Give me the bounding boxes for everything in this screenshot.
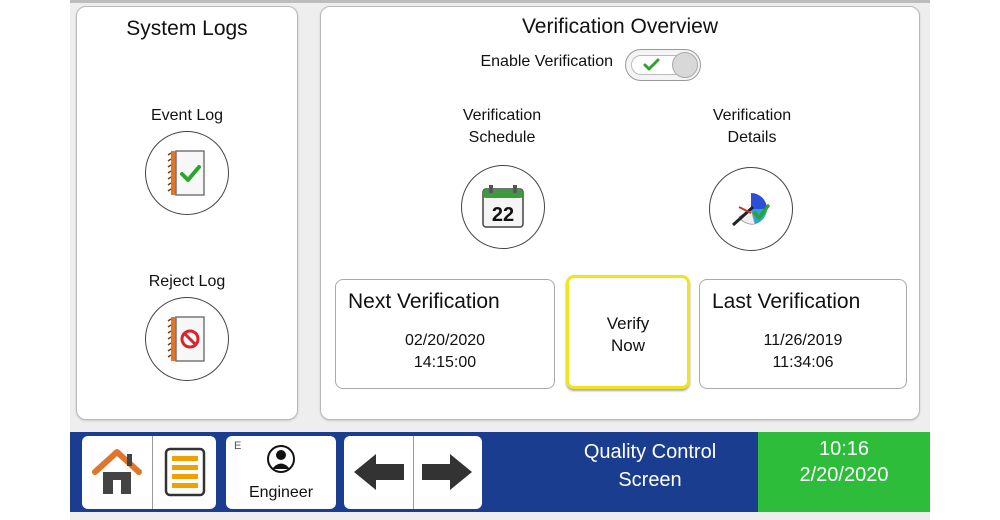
enable-verification-label: Enable Verification (480, 53, 613, 70)
details-label-line1: Verification (712, 107, 792, 124)
verification-schedule-button[interactable]: 22 (461, 165, 545, 249)
verification-overview-panel: Verification Overview Enable Verificatio… (320, 6, 920, 420)
event-log-button[interactable] (145, 131, 229, 215)
home-icon (92, 449, 142, 494)
last-verification-card: Last Verification 11/26/2019 11:34:06 (699, 279, 907, 389)
enable-verification-toggle[interactable] (625, 49, 701, 81)
details-label-line2: Details (727, 129, 777, 146)
verification-schedule-label: Verification Schedule (437, 105, 567, 149)
verification-details-icon (731, 193, 770, 227)
home-menu-tile (82, 436, 216, 509)
toggle-knob (672, 52, 698, 78)
forward-button[interactable] (413, 436, 482, 509)
verification-overview-title: Verification Overview (521, 15, 719, 38)
user-login-button[interactable]: E Engineer (226, 436, 336, 509)
calendar-day-number: 22 (492, 204, 514, 226)
last-verification-title: Last Verification (712, 290, 861, 313)
event-log-book-icon (167, 150, 205, 196)
navigation-arrows-tile (344, 436, 482, 509)
clock-time: 10:16 (818, 438, 870, 460)
screen-title: Quality Control Screen (550, 438, 750, 494)
menu-button[interactable] (152, 436, 216, 509)
last-verification-time: 11:34:06 (772, 354, 834, 371)
home-button[interactable] (82, 436, 152, 509)
verify-now-line2: Now (610, 336, 645, 355)
event-log-label: Event Log (150, 107, 224, 124)
schedule-label-line2: Schedule (468, 129, 536, 146)
reject-log-book-icon (167, 316, 205, 362)
verification-details-label: Verification Details (687, 105, 817, 149)
system-logs-panel: System Logs Event Log Reject Log (76, 6, 298, 420)
verify-now-button[interactable]: Verify Now (566, 275, 690, 389)
hmi-screen: System Logs Event Log Reject Log Verific… (70, 0, 930, 520)
next-verification-card: Next Verification 02/20/2020 14:15:00 (335, 279, 555, 389)
calendar-icon: 22 (482, 185, 524, 228)
reject-log-label: Reject Log (148, 273, 226, 290)
top-divider (70, 0, 930, 3)
arrow-right-icon (422, 454, 472, 490)
user-icon (267, 445, 295, 473)
last-verification-date: 11/26/2019 (763, 332, 843, 349)
screen-title-line1: Quality Control (583, 441, 717, 463)
system-logs-title: System Logs (126, 17, 248, 40)
next-verification-time: 14:15:00 (413, 354, 477, 371)
clock-display: 10:16 2/20/2020 (758, 432, 930, 512)
schedule-label-line1: Verification (462, 107, 542, 124)
user-role-label: Engineer (248, 484, 314, 501)
user-level-indicator: E (234, 440, 242, 452)
bottom-navigation-bar: E Engineer Quality Control Screen (70, 432, 930, 512)
menu-list-icon (164, 447, 206, 497)
arrow-left-icon (354, 454, 404, 490)
verification-details-button[interactable] (709, 167, 793, 251)
clock-date: 2/20/2020 (799, 464, 889, 486)
next-verification-date: 02/20/2020 (404, 332, 486, 349)
verify-now-line1: Verify (606, 314, 650, 333)
reject-log-button[interactable] (145, 297, 229, 381)
back-button[interactable] (344, 436, 413, 509)
screen-title-line2: Screen (618, 469, 682, 491)
check-icon (643, 58, 660, 71)
next-verification-title: Next Verification (348, 290, 500, 313)
